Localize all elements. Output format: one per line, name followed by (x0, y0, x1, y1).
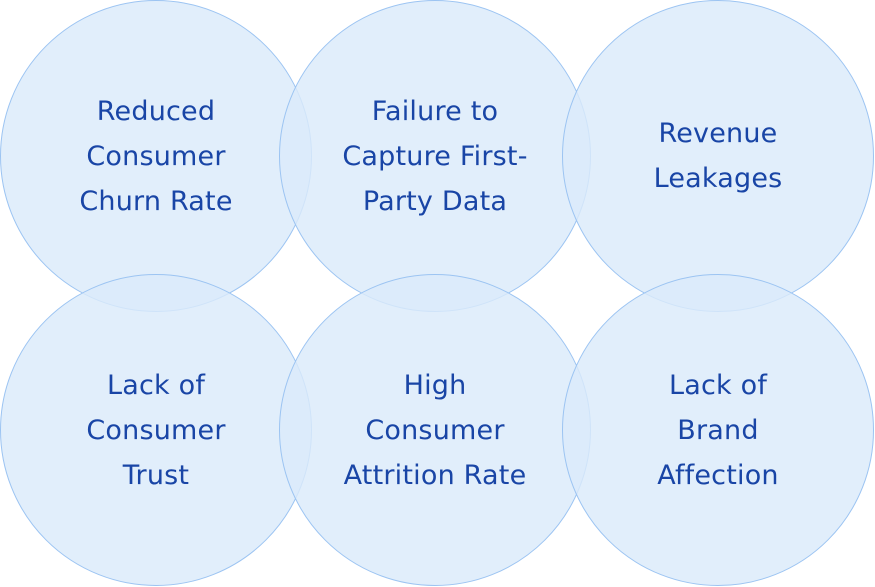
bubble-reduced-consumer-churn-rate: Reduced Consumer Churn Rate (0, 0, 312, 312)
bubble-label: Revenue Leakages (653, 118, 783, 194)
bubble-high-consumer-attrition-rate: High Consumer Attrition Rate (279, 274, 591, 586)
bubble-label: Lack of Consumer Trust (86, 369, 226, 491)
bubble-failure-to-capture-first-party-data: Failure to Capture First- Party Data (279, 0, 591, 312)
bubble-label: Reduced Consumer Churn Rate (79, 95, 233, 217)
bubble-revenue-leakages: Revenue Leakages (562, 0, 874, 312)
bubble-label: Failure to Capture First- Party Data (342, 95, 528, 217)
bubble-label: High Consumer Attrition Rate (343, 369, 527, 491)
bubble-lack-of-brand-affection: Lack of Brand Affection (562, 274, 874, 586)
bubble-lack-of-consumer-trust: Lack of Consumer Trust (0, 274, 312, 586)
bubble-label: Lack of Brand Affection (657, 369, 779, 491)
